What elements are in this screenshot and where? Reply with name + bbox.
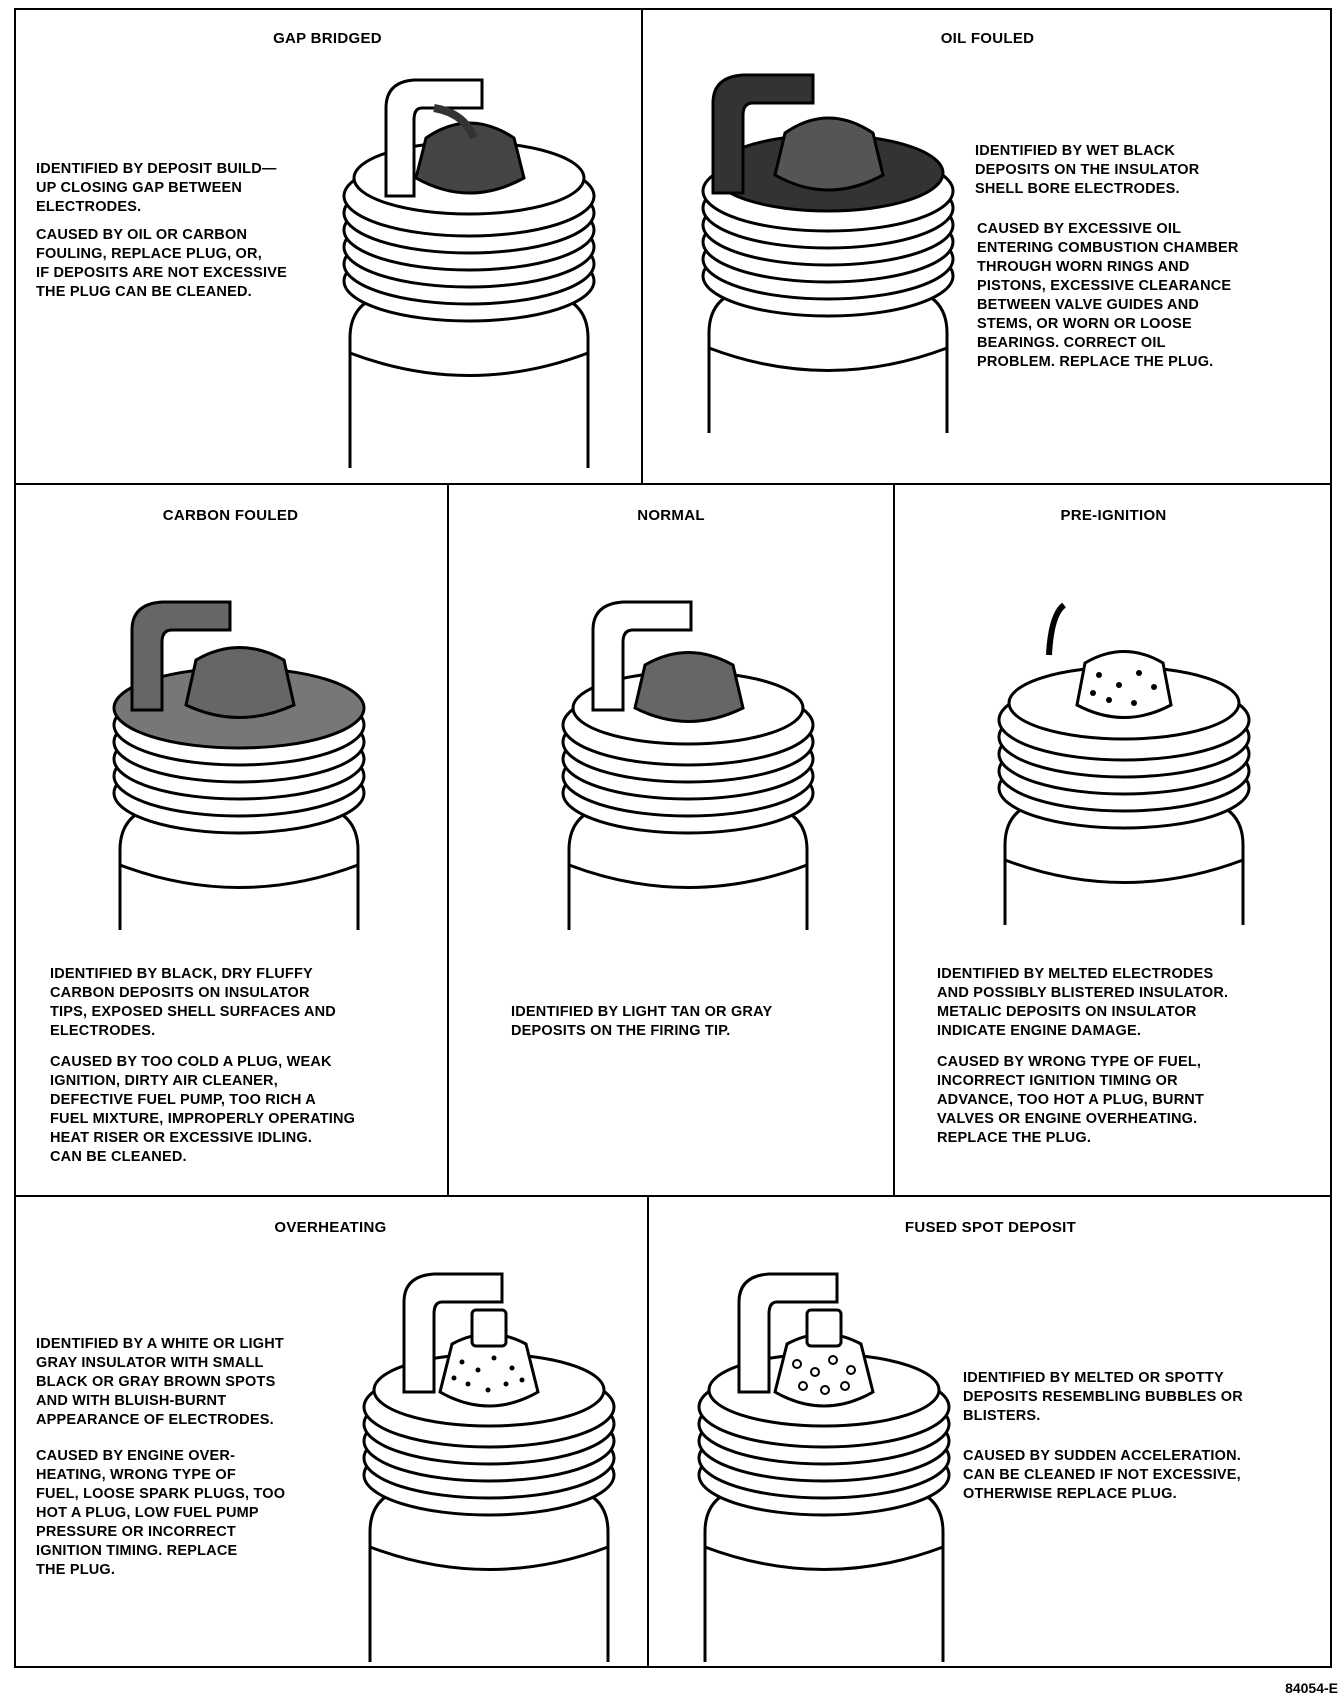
panel-title: NORMAL bbox=[637, 507, 705, 524]
divider bbox=[893, 484, 895, 1196]
identified-text: IDENTIFIED BY WET BLACK DEPOSITS ON THE … bbox=[975, 143, 1200, 197]
panel-oil-fouled: OIL FOULED IDENTIFIED BY WET BLACK DEPOS… bbox=[643, 8, 1332, 483]
spark-plug-overheating-icon bbox=[362, 1272, 616, 1662]
divider bbox=[14, 483, 1332, 485]
panel-title: OVERHEATING bbox=[274, 1219, 387, 1236]
caused-text: CAUSED BY TOO COLD A PLUG, WEAK IGNITION… bbox=[50, 1054, 356, 1165]
divider bbox=[447, 484, 449, 1196]
panel-title: GAP BRIDGED bbox=[273, 30, 382, 47]
identified-text: IDENTIFIED BY A WHITE OR LIGHT GRAY INSU… bbox=[36, 1336, 284, 1428]
divider bbox=[647, 1196, 649, 1668]
caused-text: CAUSED BY WRONG TYPE OF FUEL, INCORRECT … bbox=[937, 1054, 1204, 1146]
spark-plug-carbon-fouled-icon bbox=[112, 600, 366, 930]
spark-plug-gap-bridged-icon bbox=[342, 78, 596, 468]
panel-fused-spot-deposit: FUSED SPOT DEPOSIT IDENTIFIED BY MELTED … bbox=[649, 1197, 1332, 1668]
divider bbox=[641, 8, 643, 484]
panel-pre-ignition: PRE-IGNITION IDENTIFIED BY MELTED ELECTR… bbox=[895, 485, 1332, 1195]
panel-title: OIL FOULED bbox=[940, 30, 1035, 47]
identified-text: IDENTIFIED BY LIGHT TAN OR GRAY DEPOSITS… bbox=[511, 1004, 773, 1039]
identified-text: IDENTIFIED BY BLACK, DRY FLUFFY CARBON D… bbox=[50, 966, 336, 1039]
spark-plug-normal-icon bbox=[561, 600, 815, 930]
panel-title: PRE-IGNITION bbox=[1060, 507, 1167, 524]
figure-code: 84054-E bbox=[1285, 1680, 1338, 1696]
identified-text: IDENTIFIED BY MELTED OR SPOTTY DEPOSITS … bbox=[963, 1370, 1243, 1424]
caused-text: CAUSED BY EXCESSIVE OIL ENTERING COMBUST… bbox=[977, 221, 1239, 370]
panel-overheating: OVERHEATING IDENTIFIED BY A WHITE OR LIG… bbox=[14, 1197, 647, 1668]
spark-plug-pre-ignition-icon bbox=[997, 602, 1251, 925]
caused-text: CAUSED BY ENGINE OVER- HEATING, WRONG TY… bbox=[36, 1448, 286, 1578]
spark-plug-oil-fouled-icon bbox=[701, 73, 955, 433]
panel-title: CARBON FOULED bbox=[162, 507, 299, 524]
figure-frame bbox=[14, 8, 1332, 1668]
identified-text: IDENTIFIED BY MELTED ELECTRODES AND POSS… bbox=[937, 966, 1229, 1039]
panel-gap-bridged: GAP BRIDGED IDENTIFIED BY DEPOSIT BUILD—… bbox=[14, 8, 641, 483]
caused-text: CAUSED BY OIL OR CARBON FOULING, REPLACE… bbox=[36, 227, 288, 300]
spark-plug-fused-spot-icon bbox=[697, 1272, 951, 1662]
panel-normal: NORMAL IDENTIFIED BY LIGHT TAN OR GRAY D… bbox=[449, 485, 893, 1195]
panel-carbon-fouled: CARBON FOULED IDENTIFIED BY BLACK, DRY F… bbox=[14, 485, 447, 1195]
panel-title: FUSED SPOT DEPOSIT bbox=[904, 1219, 1077, 1236]
caused-text: CAUSED BY SUDDEN ACCELERATION. CAN BE CL… bbox=[963, 1448, 1242, 1502]
identified-text: IDENTIFIED BY DEPOSIT BUILD— UP CLOSING … bbox=[36, 161, 277, 215]
divider bbox=[14, 1195, 1332, 1197]
